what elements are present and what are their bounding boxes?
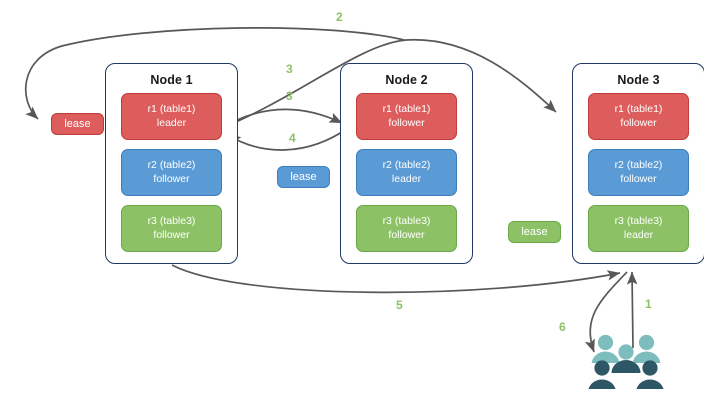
replica-chip-r2[interactable]: r2 (table2) follower [121, 149, 222, 196]
step-label-3-node3: 3 [286, 62, 293, 76]
node-title: Node 2 [385, 73, 428, 87]
replica-chip-r3[interactable]: r3 (table3) follower [356, 205, 457, 252]
node-card-2[interactable]: Node 2 r1 (table1) follower r2 (table2) … [340, 63, 473, 264]
replica-role: follower [620, 172, 657, 185]
step-label-3-node2: 3 [286, 89, 293, 103]
replica-role: follower [388, 228, 425, 241]
step-label-4: 4 [289, 131, 296, 145]
edge-step-3-to-node2 [221, 108, 343, 129]
replica-role: follower [620, 116, 657, 129]
replica-name: r1 (table1) [614, 103, 663, 115]
lease-chip-table1[interactable]: lease [51, 113, 104, 135]
replica-name: r3 (table3) [382, 215, 431, 227]
edge-step-5 [171, 264, 621, 294]
node-card-3[interactable]: Node 3 r1 (table1) follower r2 (table2) … [572, 63, 704, 264]
step-label-2: 2 [336, 10, 343, 24]
lease-label: lease [521, 226, 548, 238]
replica-name: r3 (table3) [614, 215, 663, 227]
replica-name: r2 (table2) [382, 159, 431, 171]
lease-label: lease [290, 171, 317, 183]
node-title: Node 1 [150, 73, 193, 87]
step-label-1: 1 [645, 297, 652, 311]
node-title: Node 3 [617, 73, 660, 87]
replica-chip-r1[interactable]: r1 (table1) follower [588, 93, 689, 140]
replica-chip-r2[interactable]: r2 (table2) leader [356, 149, 457, 196]
replica-role: follower [153, 228, 190, 241]
replica-role: leader [156, 116, 187, 129]
lease-chip-table3[interactable]: lease [508, 221, 561, 243]
lease-label: lease [64, 118, 91, 130]
replica-chip-r1[interactable]: r1 (table1) leader [121, 93, 222, 140]
users-icon [588, 334, 664, 389]
replica-chip-r3[interactable]: r3 (table3) leader [588, 205, 689, 252]
replica-name: r1 (table1) [147, 103, 196, 115]
replica-role: leader [391, 172, 422, 185]
lease-chip-table2[interactable]: lease [277, 166, 330, 188]
replica-name: r2 (table2) [147, 159, 196, 171]
replica-name: r1 (table1) [382, 103, 431, 115]
replica-name: r2 (table2) [614, 159, 663, 171]
step-label-5: 5 [396, 298, 403, 312]
replica-name: r3 (table3) [147, 215, 196, 227]
node-card-1[interactable]: Node 1 r1 (table1) leader r2 (table2) fo… [105, 63, 238, 264]
replica-chip-r2[interactable]: r2 (table2) follower [588, 149, 689, 196]
step-label-6: 6 [559, 320, 566, 334]
replica-chip-r1[interactable]: r1 (table1) follower [356, 93, 457, 140]
replica-role: follower [153, 172, 190, 185]
replica-role: follower [388, 116, 425, 129]
replica-role: leader [623, 228, 654, 241]
edge-step-4 [227, 127, 349, 151]
replica-chip-r3[interactable]: r3 (table3) follower [121, 205, 222, 252]
